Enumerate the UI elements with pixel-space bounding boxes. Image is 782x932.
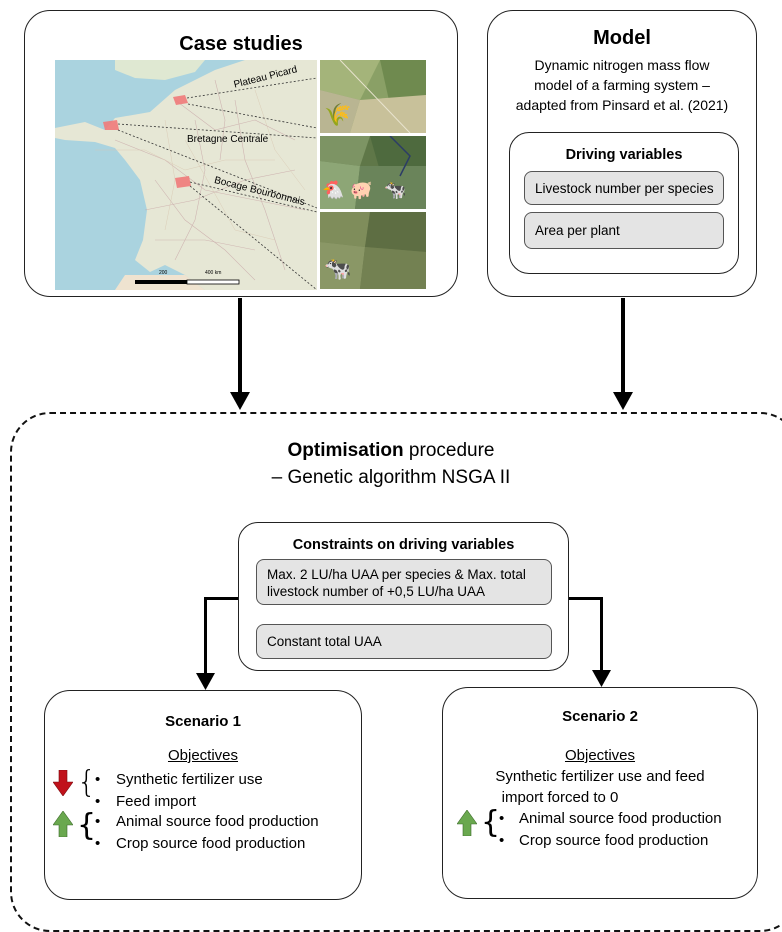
driving-variable-area: Area per plant [524, 212, 724, 249]
constraint-livestock-line-1: Max. 2 LU/ha UAA per species & Max. tota… [267, 567, 526, 582]
bocage-aerial-image [320, 136, 426, 209]
constraint-livestock-line-2: livestock number of +0,5 LU/ha UAA [267, 584, 485, 599]
arrow-model-shaft [621, 298, 625, 394]
constraint-livestock: Max. 2 LU/ha UAA per species & Max. tota… [256, 559, 552, 605]
arrow-up-increase-icon [53, 811, 73, 837]
pig-icon: 🐖 [350, 180, 373, 200]
optimisation-title-bold: Optimisation [287, 440, 404, 461]
scenario-1-title: Scenario 1 [165, 713, 241, 730]
constraints-box: Constraints on driving variables Max. 2 … [238, 522, 569, 671]
scenario-2-title: Scenario 2 [562, 708, 638, 725]
arrow-down-decrease-icon [53, 770, 73, 796]
scenario-1-objective-3: Animal source food production [116, 813, 319, 830]
brace-2: { [77, 808, 97, 843]
brace-1: { [77, 765, 97, 800]
arrow-model-head [613, 392, 633, 410]
arrow-up-increase-icon-2 [457, 810, 477, 836]
wheat-icon: 🌾 [324, 102, 352, 127]
scenario-1-box: Scenario 1 Objectives { • Synthetic fert… [44, 690, 362, 900]
scenario-2-bullet-1: • [499, 810, 505, 827]
beef-cow-icon: 🐄 [324, 256, 352, 281]
scale-label-400: 400 km [205, 270, 222, 276]
scenario-1-objective-4: Crop source food production [116, 835, 306, 852]
scenario-2-objectives-label: Objectives [564, 747, 636, 764]
scenario-2-box: Scenario 2 Objectives Synthetic fertiliz… [442, 687, 758, 899]
driving-variables-title: Driving variables [565, 147, 683, 163]
branch-left-head [196, 673, 215, 690]
scenario-1-objectives-label: Objectives [167, 747, 239, 764]
scenario-1-objective-1: Synthetic fertilizer use [116, 771, 263, 788]
scenario-1-bullet-1: • [95, 771, 101, 788]
scenario-1-objective-2: Feed import [116, 793, 197, 810]
france-map-graphic [55, 60, 317, 290]
case-studies-title: Case studies [179, 33, 303, 55]
chicken-icon: 🐔 [322, 180, 345, 200]
france-map: Plateau Picard Bretagne Centrale Bocage … [55, 60, 317, 290]
scenario-1-bullet-3: • [95, 813, 101, 830]
model-description-line-3: adapted from Pinsard et al. (2021) [515, 97, 729, 113]
branch-left-vertical [204, 597, 207, 675]
branch-left-horizontal [204, 597, 238, 600]
dairy-cow-icon: 🐄 [384, 180, 407, 200]
scenario-2-objective-2: Crop source food production [519, 832, 709, 849]
model-description-line-2: model of a farming system – [534, 77, 710, 93]
scenario-2-intro-line-1: Synthetic fertilizer use and feed [495, 768, 705, 785]
cropland-aerial-image [320, 60, 426, 133]
scenario-1-bullet-4: • [95, 835, 101, 852]
arrow-case-studies-head [230, 392, 250, 410]
branch-right-horizontal [569, 597, 603, 600]
driving-variables-box: Driving variables Livestock number per s… [509, 132, 739, 274]
branch-right-head [592, 670, 611, 687]
model-box: Model Dynamic nitrogen mass flow model o… [487, 10, 757, 297]
branch-right-vertical [600, 597, 603, 671]
scenario-1-bullet-2: • [95, 793, 101, 810]
model-title: Model [593, 27, 651, 49]
photo-bretagne-centrale: 🐔 🐖 🐄 [320, 136, 426, 209]
scenario-2-intro-line-2: import forced to 0 [501, 789, 619, 806]
pasture-aerial-image [320, 212, 426, 289]
optimisation-title-rest: procedure [403, 440, 495, 461]
constraint-uaa: Constant total UAA [256, 624, 552, 659]
photo-plateau-picard: 🌾 [320, 60, 426, 133]
photo-bocage-bourbonnais: 🐄 [320, 212, 426, 289]
optimisation-title: Optimisation procedure [0, 440, 782, 462]
optimisation-subtitle: – Genetic algorithm NSGA II [271, 467, 511, 488]
scenario-2-bullet-2: • [499, 832, 505, 849]
scenario-2-objective-1: Animal source food production [519, 810, 722, 827]
constraints-title: Constraints on driving variables [292, 537, 515, 553]
model-description-line-1: Dynamic nitrogen mass flow [534, 57, 710, 73]
arrow-case-studies-shaft [238, 298, 242, 394]
brace-3: { [481, 805, 501, 840]
driving-variable-livestock: Livestock number per species [524, 171, 724, 205]
scale-label-200: 200 [159, 270, 168, 276]
region-label-bretagne-centrale: Bretagne Centrale [187, 134, 269, 145]
